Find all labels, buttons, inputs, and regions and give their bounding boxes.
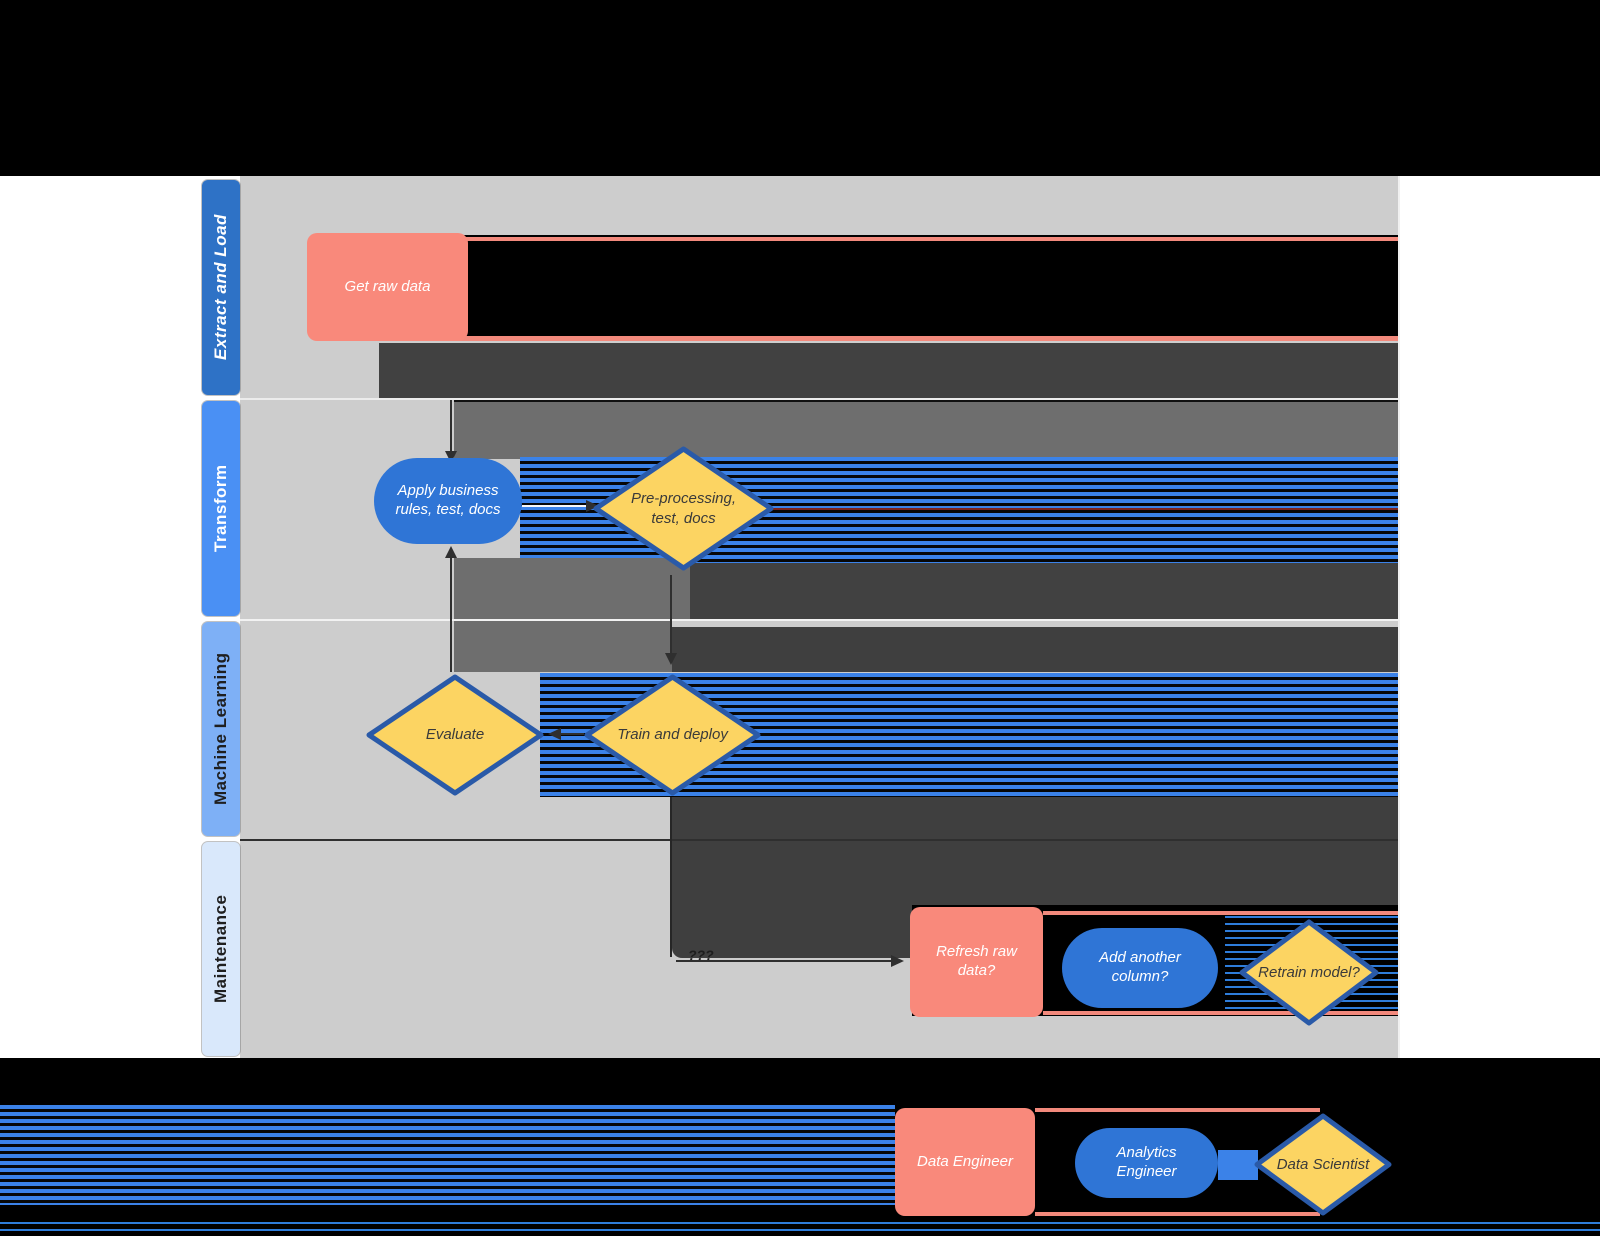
node-evaluate: Evaluate bbox=[365, 673, 545, 797]
lane-label-text: Transform bbox=[211, 464, 230, 553]
artifact-band bbox=[1043, 1011, 1398, 1015]
lane-label-text: Maintenance bbox=[211, 894, 230, 1004]
node-label: Pre-processing, test, docs bbox=[630, 490, 737, 527]
artifact-band bbox=[448, 336, 1398, 341]
node-label: Train and deploy bbox=[617, 726, 728, 744]
arrowhead-right-icon bbox=[891, 955, 904, 967]
legend-analytics-engineer: Analytics Engineer bbox=[1075, 1128, 1218, 1198]
lane-label-machine-learning: Machine Learning bbox=[202, 622, 240, 836]
decision-diamond-icon bbox=[1254, 1113, 1392, 1216]
legend-data-engineer: Data Engineer bbox=[895, 1108, 1035, 1216]
node-refresh-raw-data: Refresh raw data? bbox=[910, 907, 1043, 1017]
artifact-line bbox=[700, 508, 1398, 510]
decision-diamond-icon bbox=[584, 674, 761, 796]
artifact-band bbox=[1035, 1108, 1320, 1112]
artifact-band bbox=[454, 558, 690, 619]
arrowhead-left-icon bbox=[548, 728, 561, 740]
artifact-band bbox=[454, 621, 672, 672]
edge-train-to-maintenance bbox=[670, 797, 672, 957]
node-apply-business-rules: Apply business rules, test, docs bbox=[374, 458, 522, 544]
decision-diamond-icon bbox=[593, 446, 774, 571]
top-black-band bbox=[0, 0, 1600, 176]
artifact-band bbox=[672, 797, 1398, 839]
artifact-band bbox=[448, 237, 1398, 241]
artifact-band bbox=[912, 841, 1398, 905]
artifact-band bbox=[0, 1105, 895, 1205]
artifact-band bbox=[454, 400, 1398, 459]
artifact-band bbox=[379, 343, 1398, 398]
decision-diamond-icon bbox=[1239, 919, 1379, 1026]
edge-train-to-evaluate bbox=[560, 733, 584, 735]
artifact-band bbox=[1218, 1150, 1258, 1180]
artifact-band bbox=[1035, 1212, 1320, 1216]
decision-diamond-icon bbox=[366, 674, 544, 796]
artifact-band bbox=[672, 627, 1398, 672]
lane-label-transform: Transform bbox=[202, 401, 240, 616]
artifact-band bbox=[0, 1222, 1600, 1234]
arrowhead-up-icon bbox=[445, 546, 457, 558]
lane-divider bbox=[240, 398, 1398, 400]
lane-label-maintenance: Maintenance bbox=[202, 842, 240, 1056]
artifact-band bbox=[1043, 911, 1398, 915]
edge-getrawdata-to-applyrules bbox=[450, 400, 452, 452]
lane-label-text: Machine Learning bbox=[211, 652, 230, 806]
edge-evaluate-to-applyrules bbox=[450, 558, 452, 672]
node-retrain-model: Retrain model? bbox=[1238, 918, 1380, 1027]
edge-label-unknown: ??? bbox=[688, 947, 714, 963]
lane-divider bbox=[240, 619, 1398, 621]
edge-preprocessing-to-train bbox=[670, 575, 672, 655]
edge-applyrules-to-preprocessing bbox=[522, 505, 586, 507]
node-label: Data Scientist bbox=[1276, 1155, 1370, 1173]
artifact-band bbox=[448, 235, 1398, 341]
lane-label-extract-and-load: Extract and Load bbox=[202, 180, 240, 395]
node-get-raw-data: Get raw data bbox=[307, 233, 468, 341]
lane-divider bbox=[240, 839, 1398, 841]
node-train-and-deploy: Train and deploy bbox=[583, 673, 762, 797]
arrowhead-down-icon bbox=[665, 653, 677, 665]
node-add-another-column: Add another column? bbox=[1062, 928, 1218, 1008]
artifact-band bbox=[690, 563, 1398, 619]
node-pre-processing: Pre-processing, test, docs bbox=[592, 445, 775, 572]
legend-data-scientist: Data Scientist bbox=[1253, 1112, 1393, 1217]
artifact-band bbox=[672, 841, 912, 958]
node-label: Retrain model? bbox=[1258, 963, 1360, 981]
lane-label-text: Extract and Load bbox=[211, 214, 230, 361]
edge-to-refresh-raw-data bbox=[676, 960, 892, 962]
node-label: Evaluate bbox=[425, 726, 485, 744]
